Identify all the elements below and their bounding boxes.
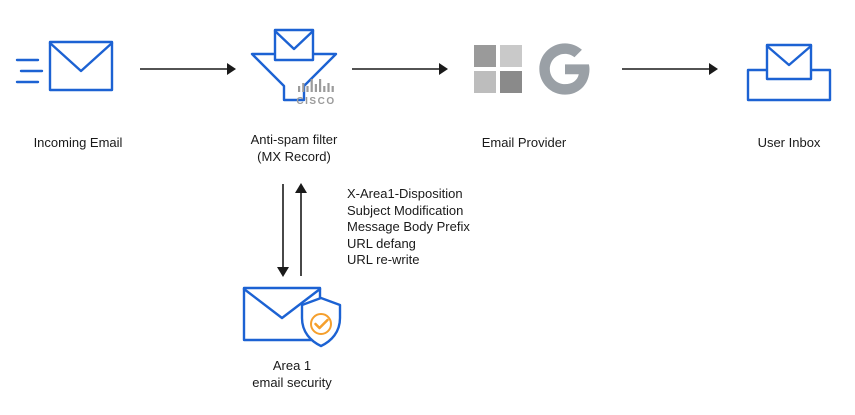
email-provider-label: Email Provider — [481, 135, 567, 150]
arrow-down-up-icon — [277, 183, 307, 277]
microsoft-logo — [474, 45, 522, 93]
annotation-line: X-Area1-Disposition — [347, 186, 463, 201]
envelope-in-tray-icon — [746, 43, 832, 102]
arrow-right-icon — [622, 63, 718, 75]
cisco-logo: CISCO — [296, 79, 335, 107]
anti-spam-label-line1: Anti-spam filter — [250, 132, 338, 147]
envelope-shield-check-icon — [242, 286, 342, 348]
annotation-line: URL defang — [347, 235, 416, 251]
annotation-line: Subject Modification — [347, 202, 464, 218]
area1-label-line1: Area 1 — [272, 358, 312, 373]
modification-annotations: X-Area1-Disposition Subject Modification… — [347, 186, 470, 269]
anti-spam-label-line2: (MX Record) — [257, 149, 331, 164]
envelope-into-funnel-icon: CISCO — [250, 28, 338, 107]
area1-label: Area 1 email security — [231, 357, 353, 391]
user-inbox-label: User Inbox — [757, 135, 821, 150]
area1-label-line2: email security — [252, 375, 332, 390]
annotation-line: URL re-write — [347, 252, 420, 267]
incoming-email-label: Incoming Email — [33, 135, 123, 150]
google-logo — [539, 43, 590, 95]
arrow-right-icon — [140, 63, 236, 75]
arrow-right-icon — [352, 63, 448, 75]
cisco-wordmark: CISCO — [296, 96, 335, 107]
anti-spam-label: Anti-spam filter (MX Record) — [233, 131, 355, 165]
speeding-envelope-icon — [15, 40, 114, 92]
annotation-line: Message Body Prefix — [347, 219, 470, 234]
